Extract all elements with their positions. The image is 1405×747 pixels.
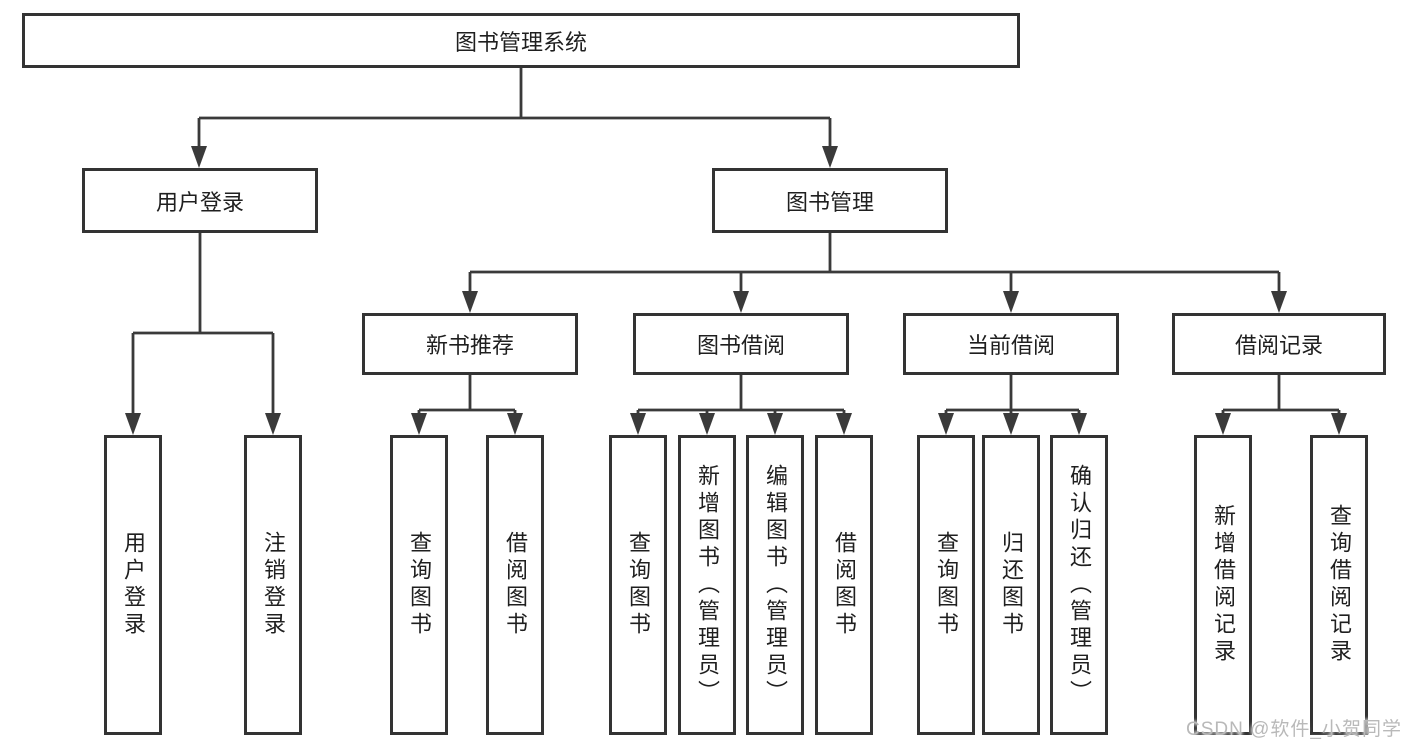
leaf-query-borrow-record: 查询借阅记录 bbox=[1310, 435, 1368, 735]
arrow-down-icon bbox=[1003, 291, 1019, 313]
node-borrowing-records: 借阅记录 bbox=[1172, 313, 1386, 375]
arrow-down-icon bbox=[265, 413, 281, 435]
arrow-down-icon bbox=[1071, 413, 1087, 435]
arrow-down-icon bbox=[1331, 413, 1347, 435]
node-book-borrowing: 图书借阅 bbox=[633, 313, 849, 375]
arrow-down-icon bbox=[630, 413, 646, 435]
node-new-book-recommendation: 新书推荐 bbox=[362, 313, 578, 375]
leaf-borrow-books: 借阅图书 bbox=[815, 435, 873, 735]
arrow-down-icon bbox=[1215, 413, 1231, 435]
arrow-down-icon bbox=[125, 413, 141, 435]
node-book-management: 图书管理 bbox=[712, 168, 948, 233]
arrow-down-icon bbox=[507, 413, 523, 435]
leaf-confirm-return-admin: 确认归还（管理员） bbox=[1050, 435, 1108, 735]
arrow-down-icon bbox=[462, 291, 478, 313]
leaf-logout: 注销登录 bbox=[244, 435, 302, 735]
arrow-down-icon bbox=[836, 413, 852, 435]
leaf-edit-books-admin: 编辑图书（管理员） bbox=[746, 435, 804, 735]
arrow-down-icon bbox=[191, 146, 207, 168]
leaf-user-login: 用户登录 bbox=[104, 435, 162, 735]
arrow-down-icon bbox=[767, 413, 783, 435]
watermark-text: CSDN @软件_小贺同学 bbox=[1186, 719, 1402, 740]
node-library-management-system: 图书管理系统 bbox=[22, 13, 1020, 68]
arrow-down-icon bbox=[733, 291, 749, 313]
leaf-query-books: 查询图书 bbox=[390, 435, 448, 735]
arrow-down-icon bbox=[938, 413, 954, 435]
arrow-down-icon bbox=[699, 413, 715, 435]
arrow-down-icon bbox=[1003, 413, 1019, 435]
leaf-add-books-admin: 新增图书（管理员） bbox=[678, 435, 736, 735]
arrow-down-icon bbox=[411, 413, 427, 435]
node-user-login: 用户登录 bbox=[82, 168, 318, 233]
leaf-query-books: 查询图书 bbox=[917, 435, 975, 735]
leaf-borrow-books: 借阅图书 bbox=[486, 435, 544, 735]
leaf-return-books: 归还图书 bbox=[982, 435, 1040, 735]
node-current-borrowing: 当前借阅 bbox=[903, 313, 1119, 375]
arrow-down-icon bbox=[822, 146, 838, 168]
leaf-add-borrow-record: 新增借阅记录 bbox=[1194, 435, 1252, 735]
arrow-down-icon bbox=[1271, 291, 1287, 313]
leaf-query-books: 查询图书 bbox=[609, 435, 667, 735]
